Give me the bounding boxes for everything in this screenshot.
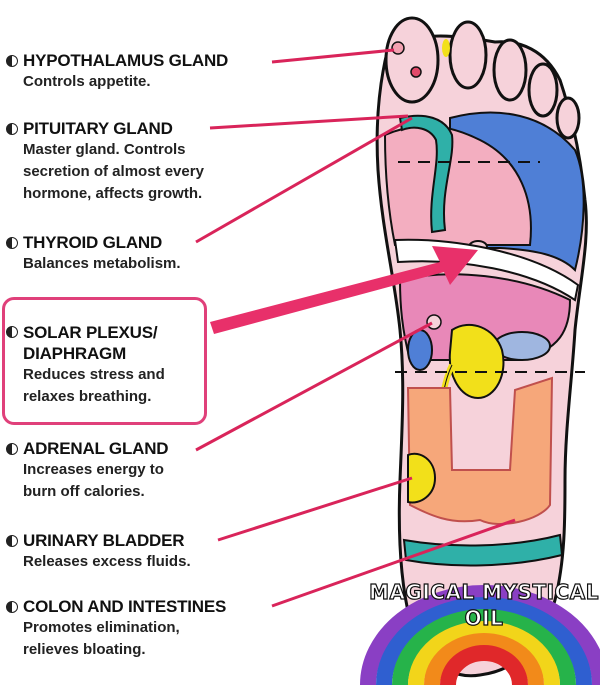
label-title: COLON AND INTESTINES bbox=[23, 597, 227, 616]
yin-yang-icon bbox=[6, 600, 18, 613]
yin-yang-icon bbox=[6, 442, 18, 455]
label-bladder: URINARY BLADDER Releases excess fluids. bbox=[6, 530, 276, 573]
sinus-spot bbox=[442, 39, 450, 57]
label-desc: Increases energy to burn off calories. bbox=[23, 461, 164, 500]
brand-logo: MAGICAL MYSTICAL OIL bbox=[368, 579, 600, 630]
brand-line-2: OIL bbox=[464, 605, 504, 630]
label-title: PITUITARY GLAND bbox=[23, 119, 173, 138]
label-desc: Releases excess fluids. bbox=[23, 553, 191, 570]
bladder-zone bbox=[407, 452, 437, 504]
yin-yang-icon bbox=[6, 122, 18, 135]
label-desc: Controls appetite. bbox=[23, 73, 151, 90]
label-desc: Promotes elimination, relieves bloating. bbox=[23, 619, 180, 658]
big-toe bbox=[384, 16, 440, 104]
yin-yang-icon bbox=[6, 534, 18, 547]
leader-adrenal bbox=[195, 321, 433, 452]
rainbow bbox=[360, 585, 600, 685]
adrenal-zone bbox=[448, 323, 505, 400]
label-title: SOLAR PLEXUS/ DIAPHRAGM bbox=[23, 323, 158, 363]
toe-3 bbox=[492, 38, 528, 102]
label-title: THYROID GLAND bbox=[23, 233, 163, 252]
leader-thyroid bbox=[195, 116, 413, 244]
yin-yang-icon bbox=[6, 54, 18, 67]
label-pituitary: PITUITARY GLAND Master gland. Controls s… bbox=[6, 118, 276, 205]
label-hypothalamus: HYPOTHALAMUS GLAND Controls appetite. bbox=[6, 50, 276, 93]
toe-2 bbox=[448, 20, 488, 90]
label-adrenal: ADRENAL GLAND Increases energy to burn o… bbox=[6, 438, 276, 503]
neck-band bbox=[398, 114, 454, 234]
solar-plexus-highlight-box bbox=[2, 297, 207, 425]
label-desc: Reduces stress and relaxes breathing. bbox=[23, 366, 165, 405]
colon-zone bbox=[406, 376, 554, 526]
leader-hypothalamus bbox=[271, 48, 395, 64]
label-title: URINARY BLADDER bbox=[23, 531, 185, 550]
adrenal-dot bbox=[426, 314, 442, 330]
toe-5 bbox=[555, 96, 581, 140]
label-solar-plexus: SOLAR PLEXUS/ DIAPHRAGM Reduces stress a… bbox=[6, 322, 276, 408]
leader-pituitary bbox=[209, 114, 409, 130]
brand-line-1: MAGICAL MYSTICAL bbox=[368, 579, 599, 604]
yin-yang-icon bbox=[6, 236, 18, 249]
label-desc: Master gland. Controls secretion of almo… bbox=[23, 141, 204, 202]
label-title: ADRENAL GLAND bbox=[23, 439, 169, 458]
leader-bladder bbox=[217, 476, 413, 542]
hypothalamus-dot bbox=[391, 41, 405, 55]
label-thyroid: THYROID GLAND Balances metabolism. bbox=[6, 232, 276, 275]
solar-plexus-arrow bbox=[210, 246, 478, 334]
leader-colon bbox=[271, 518, 516, 608]
label-title: HYPOTHALAMUS GLAND bbox=[23, 51, 229, 70]
yin-yang-icon bbox=[6, 326, 18, 338]
toe-4 bbox=[527, 62, 559, 118]
label-desc: Balances metabolism. bbox=[23, 255, 181, 272]
kidney-zone-left bbox=[407, 329, 433, 371]
label-colon: COLON AND INTESTINES Promotes eliminatio… bbox=[6, 596, 276, 661]
heel-band bbox=[402, 533, 564, 567]
pituitary-dot bbox=[410, 66, 422, 78]
